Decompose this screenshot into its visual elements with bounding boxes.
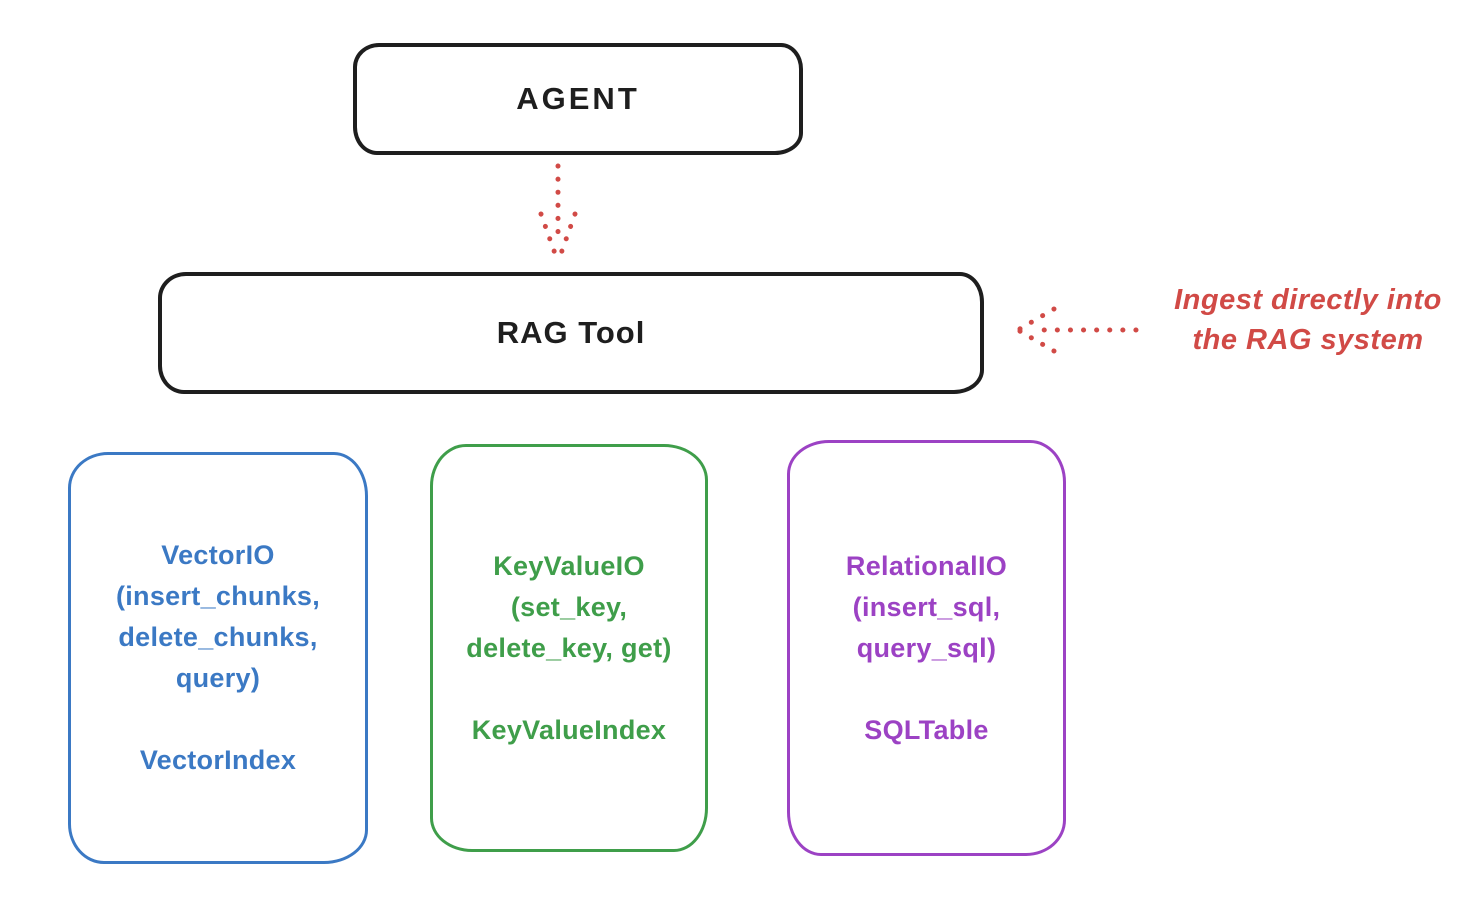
backend-line: delete_key, get)	[466, 632, 672, 663]
index-label: SQLTable	[864, 714, 989, 745]
backend-line: query)	[175, 663, 261, 693]
agent-label: AGENT	[516, 81, 640, 116]
backend-line: (insert_sql,	[852, 591, 1001, 622]
backend-line: (set_key,	[510, 591, 628, 622]
backend-node-keyvalue-io: KeyValueIO (set_key, delete_key, get) Ke…	[430, 444, 708, 852]
backend-title: KeyValueIO	[493, 550, 645, 581]
backend-line: query_sql)	[856, 632, 997, 663]
backend-title: VectorIO	[161, 540, 275, 570]
index-label: VectorIndex	[139, 745, 297, 775]
backend-line: (insert_chunks,	[115, 581, 321, 611]
agent-node: AGENT	[353, 43, 803, 155]
ingest-annotation: Ingest directly into the RAG system	[1138, 280, 1478, 360]
backend-title: RelationalIO	[845, 550, 1008, 581]
backend-node-relational-io: RelationalIO (insert_sql, query_sql) SQL…	[787, 440, 1066, 856]
index-label: KeyValueIndex	[471, 714, 667, 745]
arrow-annotation-to-rag-tool-icon	[1015, 306, 1139, 354]
ingest-annotation-line2: the RAG system	[1192, 324, 1424, 356]
backend-node-vector-io: VectorIO (insert_chunks, delete_chunks, …	[68, 452, 368, 864]
arrow-agent-to-rag-tool-icon	[538, 163, 578, 265]
rag-tool-label: RAG Tool	[496, 315, 646, 350]
ingest-annotation-line1: Ingest directly into	[1174, 284, 1442, 316]
backend-line: delete_chunks,	[118, 622, 318, 652]
rag-tool-node: RAG Tool	[158, 272, 984, 394]
